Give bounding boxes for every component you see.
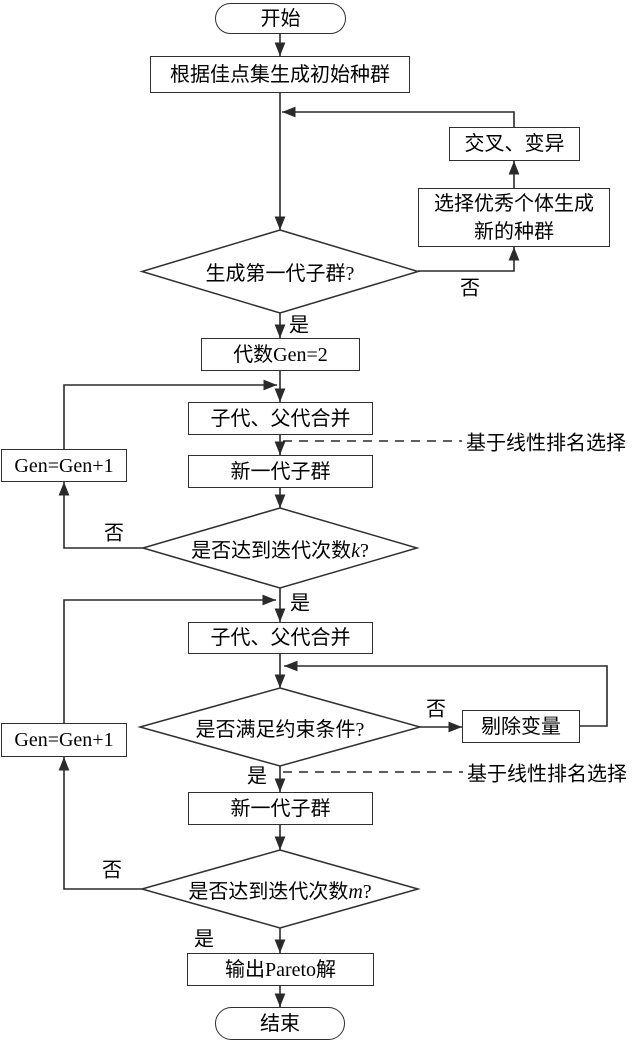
node-label: 剔除变量 [481,715,561,738]
edge-firstgen-no-to-select [418,247,520,272]
first-generation-diamond-shape [139,229,421,314]
branch-label-no-constraint: 否 [426,698,446,721]
gen-increment-node-1: Gen=Gen+1 [1,449,127,482]
remove-variables-node: 剔除变量 [462,710,580,743]
branch-label-no-iterm: 否 [102,859,122,882]
edge-geninc2-to-mainline [63,594,276,723]
node-label: Gen=Gen+1 [14,729,114,751]
branch-label-yes-constraint: 是 [247,765,267,788]
crossover-mutation-node: 交叉、变异 [449,127,580,161]
node-label-line1: 选择优秀个体生成 [434,192,594,215]
annotation-linear-ranking-1: 基于线性排名选择 [466,432,626,455]
node-label: 输出Pareto解 [224,958,337,981]
branch-label-yes-iterk: 是 [290,592,310,615]
node-label: 结束 [260,1012,300,1035]
branch-label-no-firstgen: 否 [460,277,480,300]
node-label: Gen=Gen+1 [14,454,114,477]
edge-crossover-to-mainline [282,106,515,127]
constraint-diamond-shape [137,687,423,767]
gen-increment-node-2: Gen=Gen+1 [1,723,127,757]
merge-offspring-parents-node-1: 子代、父代合并 [188,402,373,435]
end-node: 结束 [215,1007,345,1040]
node-label: 交叉、变异 [464,133,565,155]
start-node: 开始 [215,3,346,34]
output-pareto-node: 输出Pareto解 [187,953,374,986]
node-label: 子代、父代合并 [210,407,351,430]
node-label: 新一代子群 [230,460,331,483]
iteration-m-diamond-shape [139,849,421,929]
branch-label-yes-firstgen: 是 [289,314,309,337]
new-generation-node-2: 新一代子群 [188,792,373,825]
edge-geninc1-to-mainline [63,379,277,449]
init-population-node: 根据佳点集生成初始种群 [150,56,410,93]
new-generation-node-1: 新一代子群 [188,455,373,488]
edge-iterk-no-to-geninc1 [58,482,143,549]
gen-equals-2-node: 代数Gen=2 [201,338,360,371]
node-label: 子代、父代合并 [210,627,351,649]
node-label: 开始 [260,7,301,30]
node-label: 代数Gen=2 [233,343,328,366]
branch-label-no-iterk: 否 [104,522,124,545]
node-label-line2: 新的种群 [474,220,554,243]
node-label: 选择优秀个体生成 新的种群 [434,190,594,246]
node-label: 新一代子群 [230,797,331,820]
node-label: 根据佳点集生成初始种群 [170,63,390,86]
annotation-linear-ranking-2: 基于线性排名选择 [467,763,627,786]
edge-iterm-no-to-geninc2 [58,757,142,890]
iteration-k-diamond-shape [140,507,420,589]
merge-offspring-parents-node-2: 子代、父代合并 [188,622,373,654]
branch-label-yes-iterm: 是 [194,928,214,951]
select-individuals-node: 选择优秀个体生成 新的种群 [418,188,610,247]
edge-remove-to-mainline [284,660,608,727]
